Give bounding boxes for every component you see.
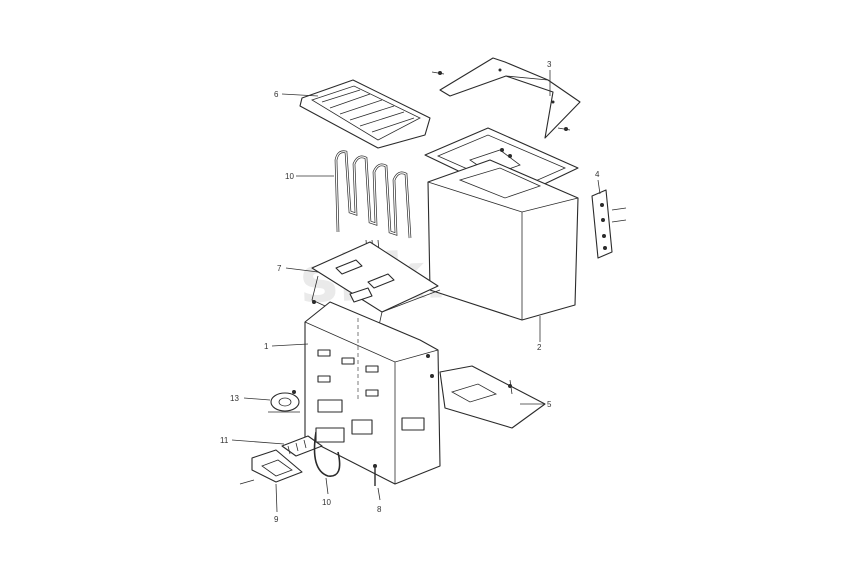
part-stone-grate bbox=[299, 79, 431, 149]
label-housing: 1 bbox=[264, 342, 269, 351]
label-top-bracket: 3 bbox=[547, 60, 552, 69]
label-terminal-strip: 4 bbox=[595, 170, 600, 179]
part-top-bracket bbox=[431, 57, 581, 139]
part-lower-cable bbox=[313, 427, 345, 477]
label-bottom-plate: 5 bbox=[547, 400, 552, 409]
part-connector-block bbox=[281, 435, 323, 457]
part-outer-cover bbox=[427, 159, 579, 321]
part-housing bbox=[304, 301, 441, 485]
label-lower-cable: 10 bbox=[322, 498, 331, 507]
label-element-holder: 7 bbox=[277, 264, 282, 273]
part-control-panel bbox=[239, 449, 303, 485]
part-screw bbox=[373, 464, 377, 486]
label-heating-element: 10 bbox=[285, 172, 294, 181]
part-terminal-strip bbox=[591, 189, 627, 259]
label-stone-grate: 6 bbox=[274, 90, 279, 99]
label-screw: 8 bbox=[377, 505, 382, 514]
label-outer-cover: 2 bbox=[537, 343, 542, 352]
label-connector-block: 11 bbox=[220, 436, 229, 445]
label-control-panel: 9 bbox=[274, 515, 279, 524]
part-thermostat bbox=[268, 390, 300, 413]
part-bottom-plate bbox=[439, 365, 546, 429]
part-element-holder bbox=[311, 241, 441, 331]
callout-labels: 3 6 10 4 7 2 1 13 5 11 10 8 9 bbox=[220, 60, 601, 524]
label-thermostat: 13 bbox=[230, 394, 239, 403]
